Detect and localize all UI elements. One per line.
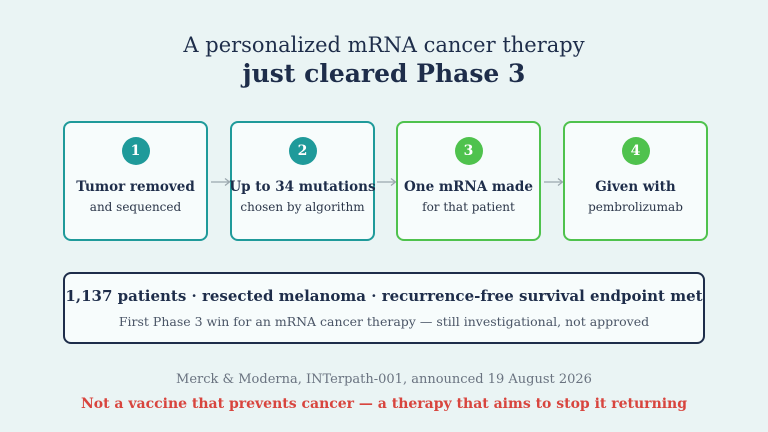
step-number-badge: 4 <box>621 137 650 165</box>
step-subtitle: chosen by algorithm <box>240 200 365 214</box>
step-title: Given with <box>595 179 676 195</box>
summary-box: 1,137 patients · resected melanoma · rec… <box>63 272 705 344</box>
summary-detail: First Phase 3 win for an mRNA cancer the… <box>118 314 650 329</box>
step-number-badge: 2 <box>288 137 317 165</box>
step-subtitle: and sequenced <box>89 200 182 214</box>
step-card-4: 4 Given with pembrolizumab <box>563 121 708 241</box>
step-subtitle: pembrolizumab <box>588 200 683 214</box>
step-title: One mRNA made <box>404 179 533 195</box>
step-title: Tumor removed <box>76 179 195 195</box>
arrow-right-icon <box>211 178 231 186</box>
warning-note: Not a vaccine that prevents cancer — a t… <box>80 396 688 412</box>
step-number-badge: 3 <box>454 137 483 165</box>
title-line-2: just cleared Phase 3 <box>242 59 526 88</box>
step-number-badge: 1 <box>121 137 150 165</box>
arrow-right-icon <box>377 178 397 186</box>
arrow-right-icon <box>544 178 564 186</box>
step-title: Up to 34 mutations <box>229 179 376 195</box>
step-card-2: 2 Up to 34 mutations chosen by algorithm <box>229 121 376 241</box>
title-line-1: A personalized mRNA cancer therapy <box>183 33 585 57</box>
source-citation: Merck & Moderna, INTerpath-001, announce… <box>176 372 592 387</box>
step-card-3: 3 One mRNA made for that patient <box>396 121 541 241</box>
step-card-1: 1 Tumor removed and sequenced <box>63 121 208 241</box>
summary-headline: 1,137 patients · resected melanoma · rec… <box>65 287 703 305</box>
step-subtitle: for that patient <box>422 200 515 214</box>
